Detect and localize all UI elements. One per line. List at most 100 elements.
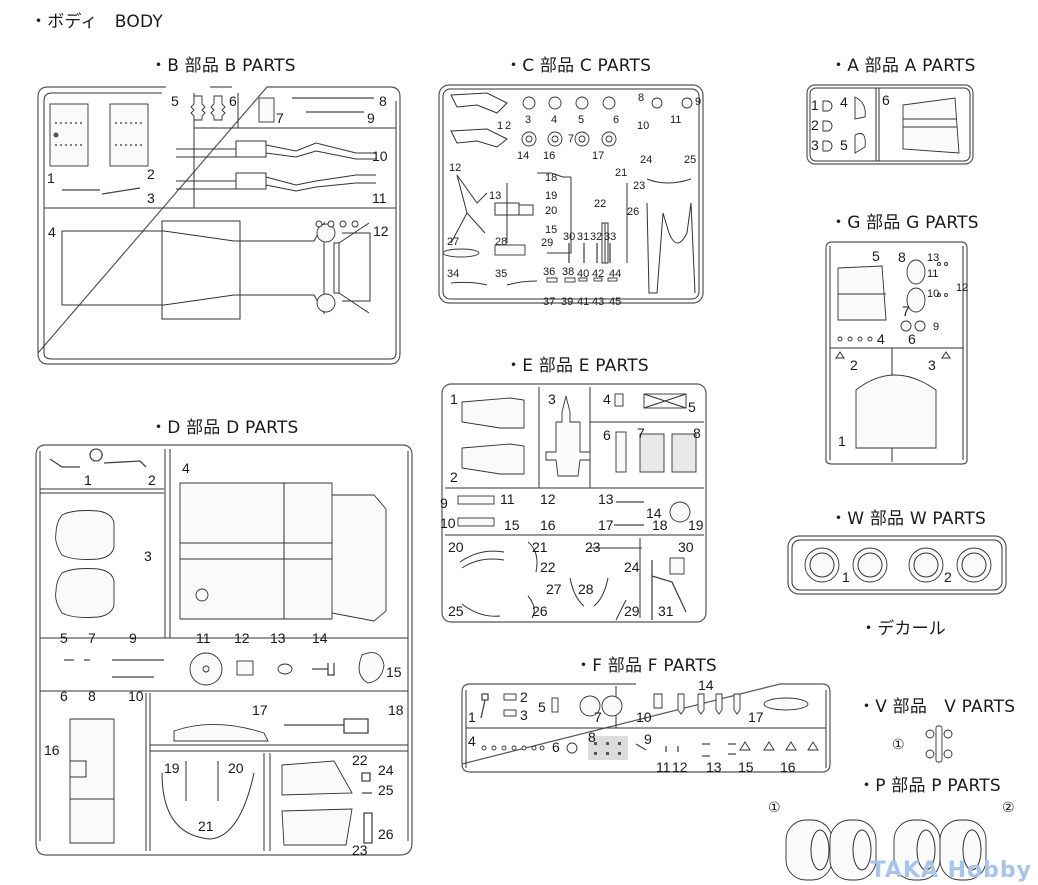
section-heading-c: ・C 部品 C PARTS	[505, 56, 652, 76]
tire-2	[829, 819, 877, 881]
sprue-frame-b: 1 2 3 4 5 6 7 8 9 10 11 12	[34, 83, 404, 372]
label-b12: 12	[373, 223, 389, 239]
label-d19: 19	[164, 760, 180, 776]
label-g10: 10	[927, 288, 939, 300]
label-a5: 5	[840, 137, 848, 153]
section-heading-f: ・F 部品 F PARTS	[575, 656, 717, 676]
part-c26	[646, 202, 696, 294]
label-f14: 14	[698, 677, 714, 693]
label-d18: 18	[388, 702, 404, 718]
label-f11: 11	[656, 759, 671, 775]
label-d8: 8	[88, 688, 96, 704]
label-a1: 1	[811, 97, 819, 113]
part-a6	[902, 97, 960, 154]
label-d23: 23	[352, 842, 368, 858]
label-d24: 24	[378, 762, 394, 778]
label-f7: 7	[594, 709, 602, 725]
label-d4: 4	[182, 460, 190, 476]
label-d16: 16	[44, 742, 60, 758]
label-e3: 3	[548, 391, 556, 407]
label-e13: 13	[598, 491, 614, 507]
label-d11: 11	[196, 630, 211, 646]
label-c29: 29	[541, 237, 553, 249]
label-a3: 3	[811, 137, 819, 153]
label-g3: 3	[928, 357, 936, 373]
label-c40: 40	[577, 268, 589, 280]
label-a6: 6	[882, 92, 890, 108]
label-c1: 1	[497, 120, 503, 132]
label-c7: 7	[568, 133, 574, 145]
label-e11: 11	[500, 491, 515, 507]
label-c19: 19	[545, 190, 557, 202]
label-c5: 5	[578, 114, 584, 126]
sprue-g-drawing: 5 8 13 11 12 10 7 9 6 4 2 3 1	[825, 241, 968, 465]
label-e26: 26	[532, 603, 548, 619]
label-a4: 4	[840, 94, 848, 110]
part-b5-b6	[190, 95, 226, 121]
label-e6: 6	[603, 427, 611, 443]
part-d4-floor	[179, 482, 387, 622]
label-e9: 9	[440, 495, 448, 511]
label-p1: ①	[768, 799, 781, 815]
label-f9: 9	[644, 731, 652, 747]
label-e10: 10	[440, 515, 456, 531]
sprue-frame-e: 1 2 3 4 5 6 7 8 9 10 11 12 13 14 15 16 1…	[440, 382, 708, 629]
label-f1: 1	[468, 709, 476, 725]
label-b3: 3	[147, 190, 155, 206]
sprue-frame-d: 1 2 3 4 5 6 7 8 9 10 11 12 13 14 15 16 1…	[34, 443, 416, 867]
sprue-b-drawing: 1 2 3 4 5 6 7 8 9 10 11 12	[37, 86, 401, 365]
part-e1-e2	[461, 397, 525, 475]
label-b4: 4	[48, 224, 56, 240]
label-f16: 16	[780, 759, 796, 775]
label-f4: 4	[468, 733, 476, 749]
label-e27: 27	[546, 581, 562, 597]
label-c26: 26	[627, 206, 639, 218]
label-c39: 39	[561, 296, 573, 308]
label-c14: 14	[517, 150, 529, 162]
label-v1: ①	[892, 736, 905, 752]
label-f15: 15	[738, 759, 754, 775]
label-a2: 2	[811, 117, 819, 133]
label-f5: 5	[538, 699, 546, 715]
label-e28: 28	[578, 581, 594, 597]
label-c30: 30	[563, 231, 575, 243]
label-e5: 5	[688, 399, 696, 415]
page-title: ・ボディ BODY	[30, 12, 163, 32]
part-d16	[69, 718, 115, 844]
part-g5	[837, 265, 887, 321]
label-d25: 25	[378, 782, 394, 798]
sprue-w-drawing: 1 2	[787, 535, 1007, 595]
label-d13: 13	[270, 630, 286, 646]
label-c20: 20	[545, 205, 557, 217]
label-d15: 15	[386, 664, 402, 680]
label-e14: 14	[646, 505, 662, 521]
label-d14: 14	[312, 630, 328, 646]
sprue-frame-v: ①	[890, 722, 970, 770]
label-b9: 9	[367, 110, 375, 126]
label-e16: 16	[540, 517, 556, 533]
label-b11: 11	[372, 190, 387, 206]
label-b8: 8	[379, 93, 387, 109]
label-b10: 10	[372, 148, 388, 164]
label-e17: 17	[598, 517, 614, 533]
label-d7: 7	[88, 630, 96, 646]
label-f2: 2	[520, 689, 528, 705]
label-p2: ②	[1002, 799, 1015, 815]
label-e31: 31	[658, 603, 674, 619]
label-e15: 15	[504, 517, 520, 533]
section-heading-p: ・P 部品 P PARTS	[858, 776, 1001, 796]
sprue-p-drawing: ① ②	[768, 799, 1015, 881]
label-c32: 32	[590, 231, 602, 243]
part-f8-plate	[588, 736, 628, 760]
part-c28	[494, 244, 526, 256]
label-c25: 25	[684, 154, 696, 166]
label-c38: 38	[562, 266, 574, 278]
label-c11: 11	[670, 114, 681, 126]
sprue-a-drawing: 1 2 3 4 5 6	[806, 84, 974, 165]
part-d3-seats	[55, 510, 115, 618]
label-w2: 2	[944, 569, 952, 585]
section-heading-g: ・G 部品 G PARTS	[830, 213, 979, 233]
part-d19-d21	[161, 761, 255, 840]
label-g2: 2	[850, 357, 858, 373]
label-c36: 36	[543, 266, 555, 278]
